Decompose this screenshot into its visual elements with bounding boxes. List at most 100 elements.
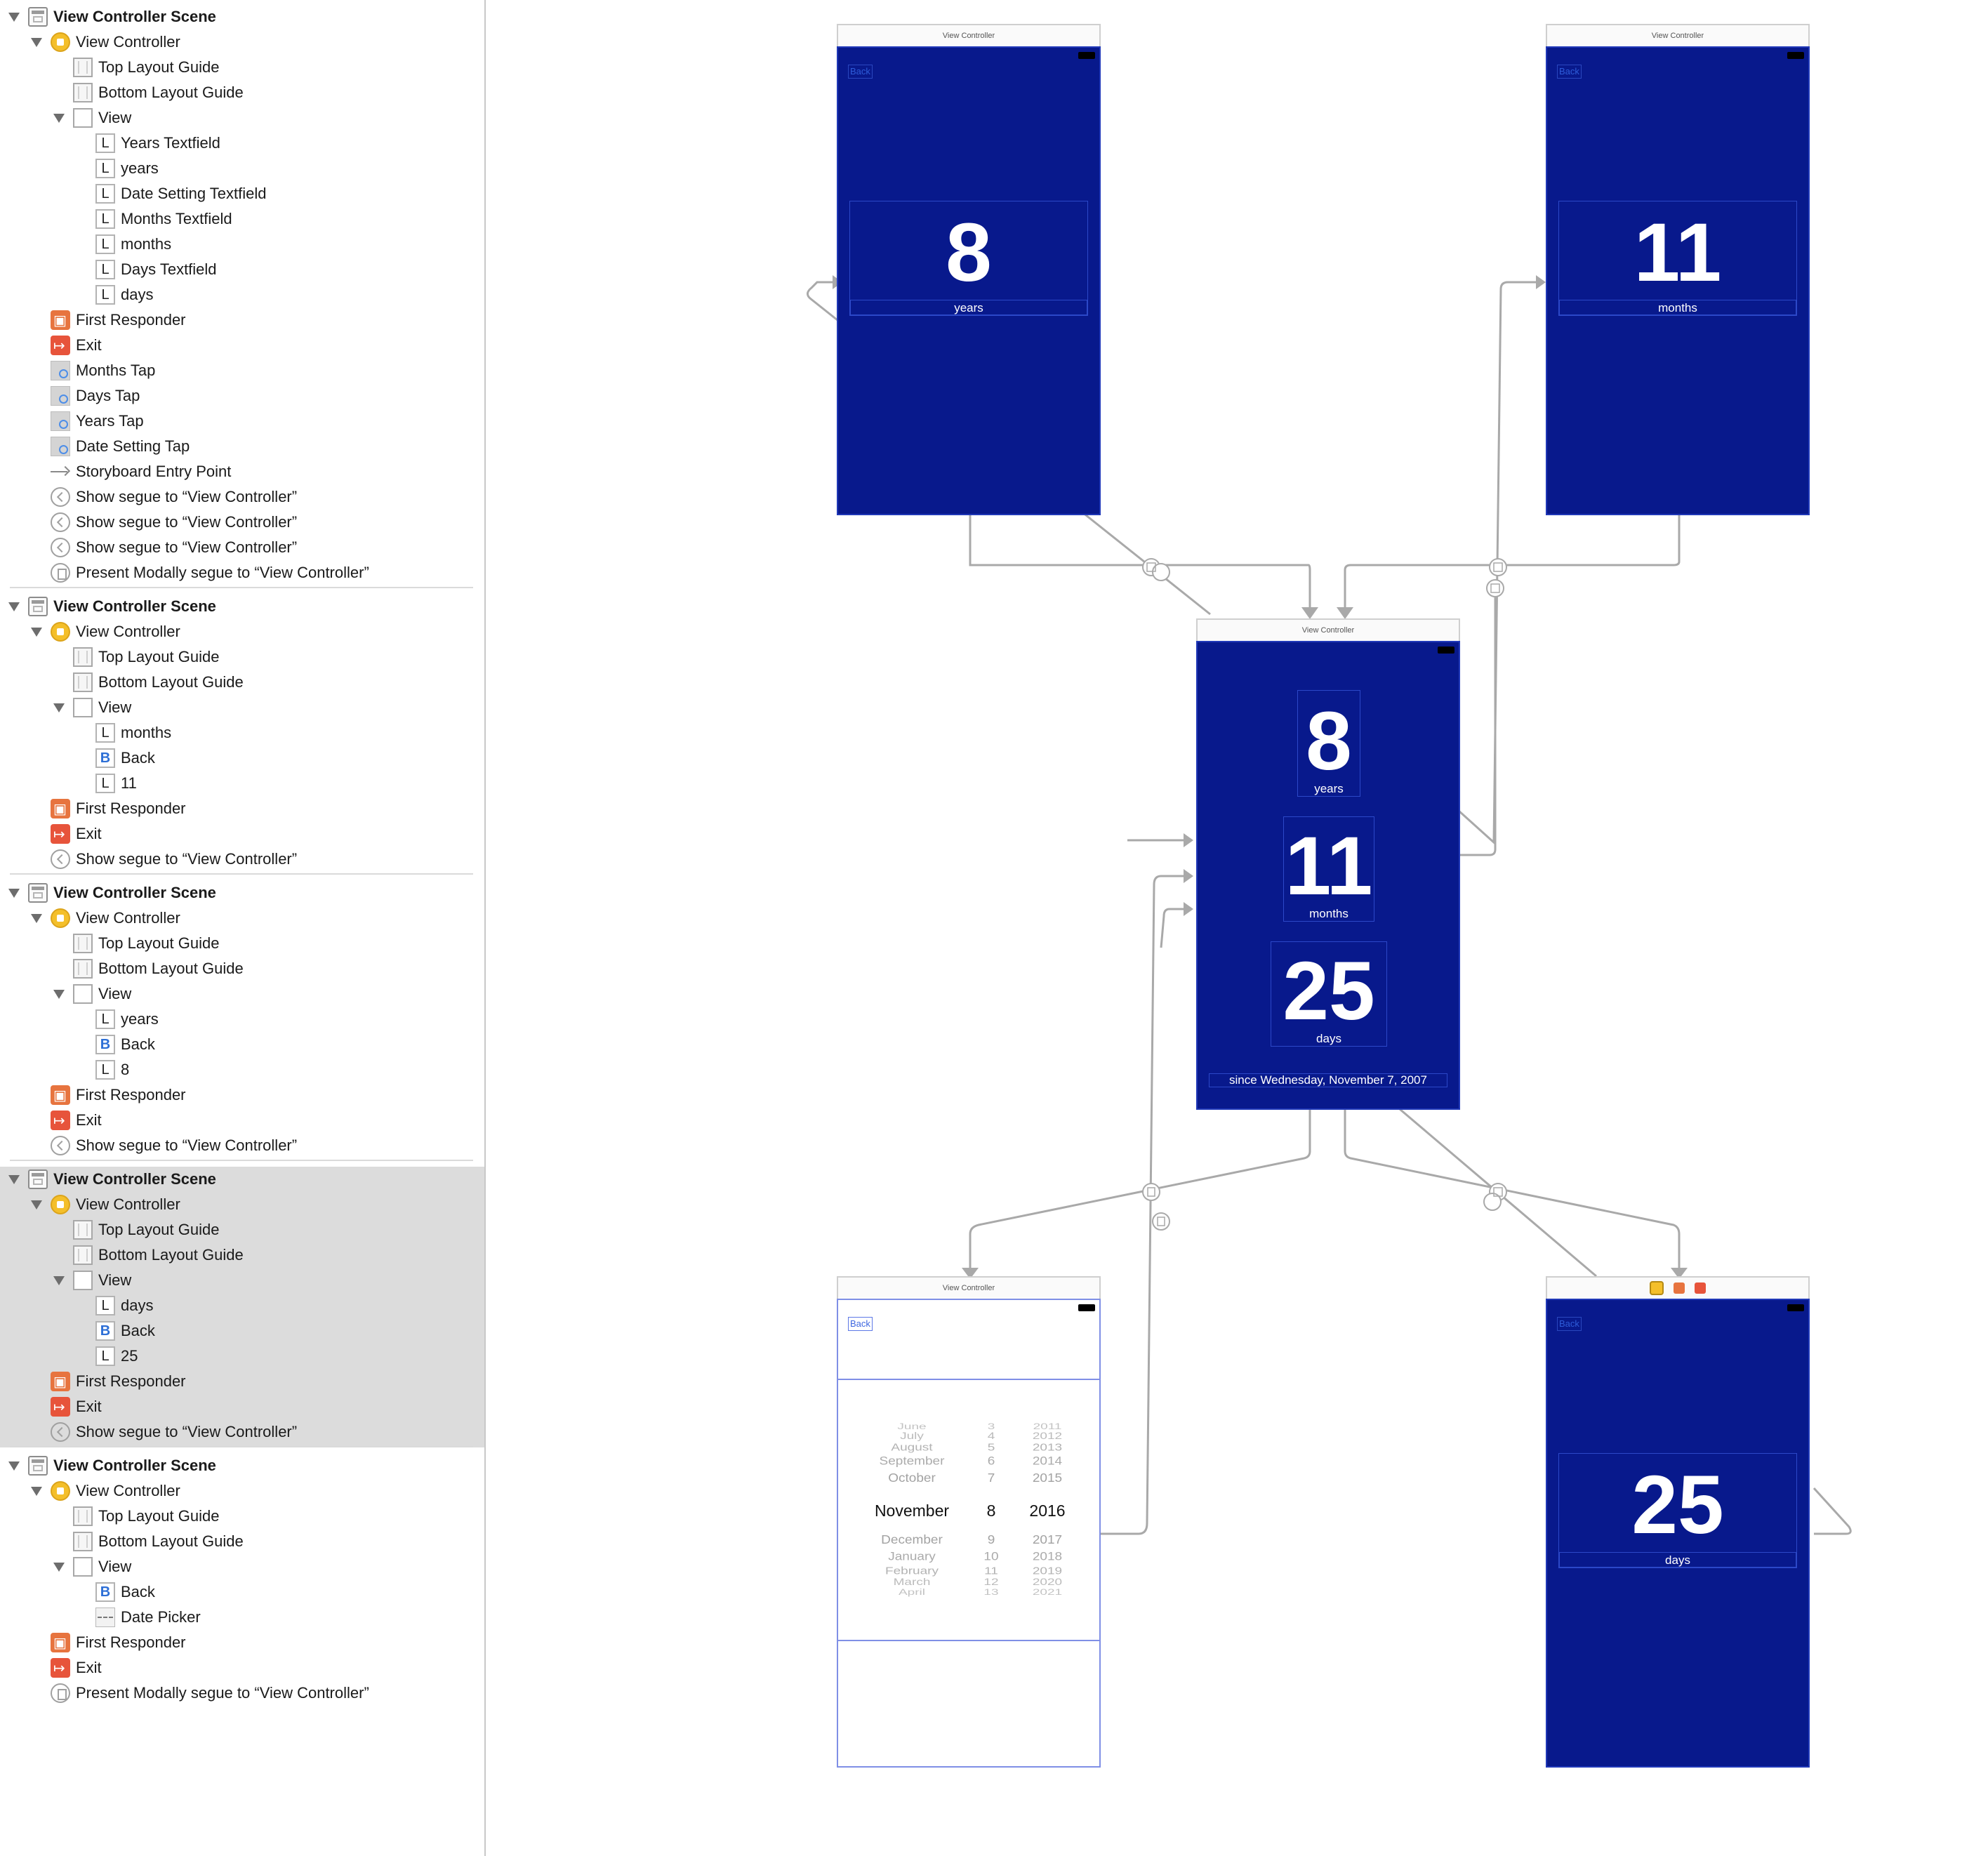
outline-show[interactable]: Show segue to “View Controller” [51,1133,297,1158]
disclosure-triangle-icon[interactable] [8,602,20,611]
outline-view-controller[interactable]: View Controller [31,619,180,644]
outline-exit[interactable]: Exit [51,821,102,847]
outline-exit[interactable]: Exit [51,333,102,358]
first-responder-icon[interactable] [1674,1282,1685,1294]
disclosure-triangle-icon[interactable] [31,914,42,923]
outline-first-responder[interactable]: First Responder [51,796,186,821]
exit-icon[interactable] [1695,1282,1706,1294]
outline-tap[interactable]: Years Tap [51,409,144,434]
disclosure-triangle-icon[interactable] [8,889,20,898]
outline-first-responder[interactable]: First Responder [51,1369,186,1394]
outline-bottom-layout-guide[interactable]: Bottom Layout Guide [73,1529,244,1554]
outline-view[interactable]: View [53,1268,131,1293]
outline-tap[interactable]: Date Setting Tap [51,434,190,459]
outline-modal[interactable]: Present Modally segue to “View Controlle… [51,1681,369,1706]
outline-bottom-layout-guide[interactable]: Bottom Layout Guide [73,80,244,105]
outline-exit[interactable]: Exit [51,1394,102,1419]
view-controller-icon[interactable] [1650,1281,1664,1295]
disclosure-triangle-icon[interactable] [8,13,20,22]
outline-subview[interactable]: Date Picker [95,1605,201,1630]
disclosure-triangle-icon[interactable] [31,1200,42,1209]
date-setting-field[interactable]: since Wednesday, November 7, 2007 [1209,1073,1447,1087]
disclosure-triangle-icon[interactable] [53,990,65,999]
outline-show[interactable]: Show segue to “View Controller” [51,484,297,510]
outline-first-responder[interactable]: First Responder [51,1630,186,1655]
disclosure-triangle-icon[interactable] [31,628,42,637]
outline-top-layout-guide[interactable]: Top Layout Guide [73,55,219,80]
outline-show[interactable]: Show segue to “View Controller” [51,1419,297,1445]
outline-tap[interactable]: Days Tap [51,383,140,409]
outline-top-layout-guide[interactable]: Top Layout Guide [73,1217,219,1242]
outline-view[interactable]: View [53,695,131,720]
outline-show[interactable]: Show segue to “View Controller” [51,535,297,560]
storyboard-canvas[interactable]: View Controller Back 8 years View Contro… [487,0,1988,1856]
outline-first-responder[interactable]: First Responder [51,1082,186,1108]
disclosure-triangle-icon[interactable] [53,114,65,123]
scene-years[interactable]: View Controller Back 8 years [837,24,1101,515]
back-button[interactable]: Back [1557,65,1582,79]
disclosure-triangle-icon[interactable] [53,1563,65,1572]
days-field[interactable]: 25 days [1271,941,1387,1047]
outline-bottom-layout-guide[interactable]: Bottom Layout Guide [73,1242,244,1268]
scene-header[interactable]: View Controller Scene [8,1167,216,1192]
back-button[interactable]: Back [848,1317,873,1331]
outline-view[interactable]: View [53,981,131,1007]
disclosure-triangle-icon[interactable] [53,703,65,712]
outline-view-controller[interactable]: View Controller [31,29,180,55]
outline-top-layout-guide[interactable]: Top Layout Guide [73,931,219,956]
outline-bottom-layout-guide[interactable]: Bottom Layout Guide [73,956,244,981]
back-button[interactable]: Back [848,65,873,79]
scene-header[interactable]: View Controller Scene [8,1453,216,1478]
outline-view[interactable]: View [53,1554,131,1579]
outline-view-controller[interactable]: View Controller [31,1478,180,1504]
outline-entry[interactable]: Storyboard Entry Point [51,459,231,484]
disclosure-triangle-icon[interactable] [31,38,42,47]
disclosure-triangle-icon[interactable] [31,1487,42,1496]
disclosure-triangle-icon[interactable] [8,1461,20,1471]
disclosure-triangle-icon[interactable] [53,1276,65,1285]
scene-header[interactable]: View Controller Scene [8,880,216,906]
back-button[interactable]: Back [1557,1317,1582,1331]
outline-exit[interactable]: Exit [51,1108,102,1133]
outline-top-layout-guide[interactable]: Top Layout Guide [73,644,219,670]
outline-show[interactable]: Show segue to “View Controller” [51,847,297,872]
scene-main[interactable]: View Controller 8 years 11 months 25 day… [1196,618,1460,1110]
disclosure-triangle-icon[interactable] [8,1175,20,1184]
scene-header[interactable]: View Controller Scene [8,594,216,619]
months-field[interactable]: 11 months [1283,816,1374,922]
outline-bottom-layout-guide[interactable]: Bottom Layout Guide [73,670,244,695]
outline-modal[interactable]: Present Modally segue to “View Controlle… [51,560,369,585]
outline-view-controller[interactable]: View Controller [31,906,180,931]
outline-exit[interactable]: Exit [51,1655,102,1681]
outline-view[interactable]: View [53,105,131,131]
